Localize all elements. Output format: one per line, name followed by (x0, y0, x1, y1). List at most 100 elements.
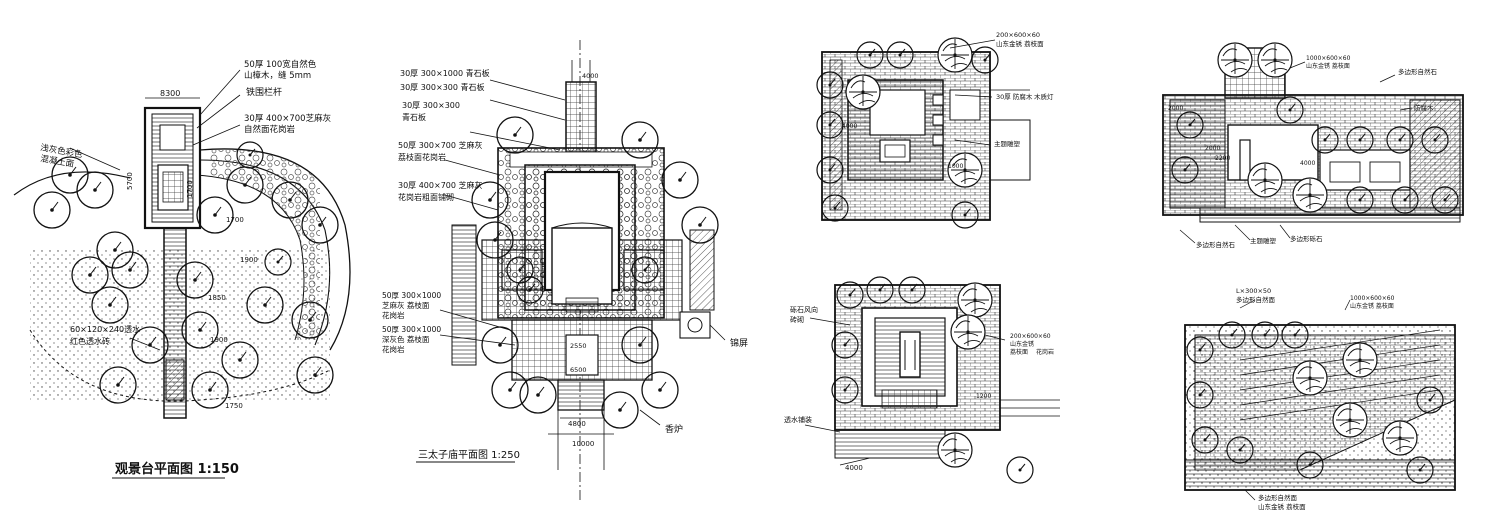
tree (491, 371, 529, 409)
tree (641, 371, 679, 409)
tree (601, 391, 639, 429)
plan5-note: 多边形自然石 (1398, 67, 1438, 76)
plan5-note: 主题雕塑 (1250, 236, 1277, 245)
shrub (1217, 42, 1253, 78)
plan4-garden: 砾石风向 砖砌 200×600×60 山东金锈 荔枝面 花岗岩 透水铺装 120… (784, 276, 1060, 484)
shrub (1292, 360, 1328, 396)
plan2-note: 50厚 300×1000 (382, 291, 441, 300)
plan2-dim-low: 2550 (570, 342, 587, 350)
plan2-note: 50厚 300×1000 (382, 325, 441, 334)
plan1-dim-r4: 1900 (210, 336, 228, 344)
plan5-note: 多边形自然石 (1196, 240, 1236, 249)
tree (76, 171, 114, 209)
plan2-note: 荔枝面花岗岩 (398, 152, 446, 162)
plan2-title: 三太子庙平面图 1:250 (418, 448, 520, 461)
plan1-title: 观景台平面图 1:150 (115, 461, 239, 477)
plan4-note: 砖砌 (790, 315, 804, 324)
shrub (950, 314, 986, 350)
plan4-dim: 1200 (976, 393, 991, 400)
plan2-note: 30厚 300×300 青石板 (400, 82, 485, 92)
plan2-note: 深灰色 荔枝面 (382, 334, 430, 344)
plan4-note: 透水铺装 (784, 415, 812, 424)
plan2-note: 青石板 (402, 112, 426, 122)
shrub (1382, 420, 1418, 456)
plan3-garden: 200×600×60 山东金锈 荔枝面 30厚 防腐木 木质灯 主题雕塑 400… (816, 31, 1054, 229)
plan4-note: 荔枝面 (1010, 348, 1028, 356)
plan2-note: 锦屏 (730, 337, 748, 349)
plan1-note: 自然面花岗岩 (244, 124, 296, 135)
plan2-dim-top: 4000 (582, 72, 599, 80)
plan2-note: 芝麻灰 荔枝面 (382, 300, 430, 310)
shrub (1332, 402, 1368, 438)
plan5-note: 防腐木 (1414, 103, 1434, 112)
plan1-note: 山樟木，缝 5mm (244, 70, 311, 81)
plan5-dim: 2200 (1215, 155, 1230, 162)
shrub (1292, 177, 1328, 213)
plan5-note: 1000×600×60 (1306, 55, 1351, 62)
plan6-garden: L×300×50 多边形自然面 1000×600×60 山东金锈 荔枝面 多边形… (1184, 287, 1456, 511)
plan2-note: 50厚 300×700 芝麻灰 (398, 140, 483, 150)
plan1-note: 红色透水砖 (70, 336, 110, 346)
plan1-dim-r2: 1900 (240, 256, 258, 264)
shrub (1257, 42, 1293, 78)
shrub (937, 37, 973, 73)
plan1-dim-r3: 1850 (208, 294, 226, 302)
plan5-dim: 2000 (1205, 145, 1220, 152)
plan1-note: 30厚 400×700芝麻灰 (244, 113, 331, 124)
plan3-note: 30厚 防腐木 (996, 92, 1033, 101)
plan2-note: 30厚 300×300 (402, 101, 460, 110)
tree (33, 191, 71, 229)
plan2-note: 花岗岩 (382, 344, 405, 354)
plan5-dim: 4000 (1300, 160, 1315, 167)
plan2-dim-low2: 6500 (570, 366, 587, 374)
plan2-note: 香炉 (665, 423, 683, 435)
plan4-note: 花岗岩 (1036, 348, 1054, 356)
plan1-dim-r1: 1700 (226, 216, 244, 224)
plan5-garden: 1000×600×60 山东金锈 荔枝面 多边形自然石 防腐木 多边形自然石 主… (1162, 42, 1464, 249)
plan1-dim-width: 8300 (160, 89, 180, 98)
plan1-dim-h1: 5700 (126, 172, 134, 190)
plan4-note: 200×600×60 (1010, 333, 1051, 340)
tree (196, 196, 234, 234)
shrub (957, 282, 993, 318)
plan1-note: 50厚 100宽自然色 (244, 59, 317, 70)
plan2-note: 30厚 300×1000 青石板 (400, 68, 490, 78)
shrub (937, 432, 973, 468)
plan6-note: 山东金锈 荔枝面 (1350, 302, 1394, 310)
plan4-dim: 4000 (845, 464, 863, 472)
plan2-dim-bottom2: 10000 (572, 440, 594, 448)
plan5-dim: 2000 (1168, 105, 1183, 112)
plan2-note: 30厚 400×700 芝麻灰 (398, 180, 483, 190)
plan3-note: 主题雕塑 (994, 139, 1021, 148)
plan5-note: 多边形砾石 (1290, 234, 1323, 243)
plan2-temple: 4000 6500 2550 6500 4800 10000 (382, 40, 748, 500)
plan1-dim-r5: 1750 (225, 402, 243, 410)
shrub (947, 152, 983, 188)
plan2-note: 花岗岩粗面铺砌 (398, 192, 454, 202)
plan3-note: 山东金锈 荔枝面 (996, 39, 1044, 48)
plan2-dim-bottom1: 4800 (568, 420, 586, 428)
plan5-note: 山东金锈 荔枝面 (1306, 62, 1350, 70)
plan1-note: 60×120×240透水 (70, 324, 140, 334)
plan6-note: 多边形自然面 (1236, 295, 1276, 304)
shrub (1342, 342, 1378, 378)
plan1-dim-h2: 1700 (186, 180, 194, 198)
tree (1006, 456, 1034, 484)
tree (519, 376, 557, 414)
plan6-note: 多边形自然面 (1258, 493, 1298, 502)
plan6-note: 山东金锈 荔枝面 (1258, 502, 1306, 511)
plan4-note: 砾石风向 (790, 305, 818, 314)
plan6-note: 1000×600×60 (1350, 295, 1395, 302)
plan3-dim: 1000 (948, 163, 963, 170)
plan2-note: 花岗岩 (382, 310, 405, 320)
tree (661, 161, 699, 199)
plan1-note: 铁围栏杆 (246, 86, 282, 98)
plan3-note: 木质灯 (1034, 92, 1054, 101)
shrub (845, 74, 881, 110)
plan2-dim-mid: 6500 (540, 261, 548, 278)
plan3-note: 200×600×60 (996, 31, 1040, 39)
plan1-viewing-platform: 8300 5700 1700 1700 1900 1850 1900 1750 (13, 59, 351, 479)
plan3-dim: 4000 (842, 123, 857, 130)
shrub (1247, 162, 1283, 198)
